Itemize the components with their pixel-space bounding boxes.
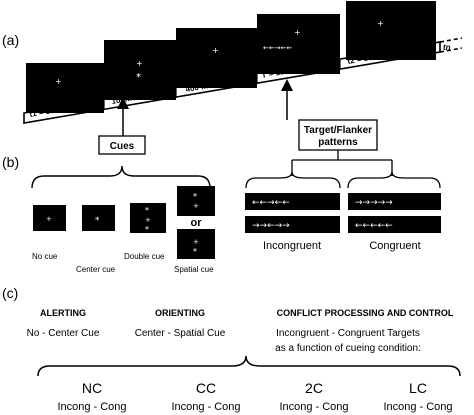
conflict-title: CONFLICT PROCESSING AND CONTROL bbox=[277, 308, 454, 318]
screen-fixation-3: + bbox=[346, 1, 436, 60]
label-no-cue: No cue bbox=[32, 252, 58, 261]
target-connector bbox=[291, 150, 393, 176]
svg-text:←←→←←: ←←→←← bbox=[252, 198, 290, 208]
svg-text:+: + bbox=[46, 215, 52, 223]
svg-text:←←→←←: ←←→←← bbox=[263, 44, 292, 52]
conflict-desc-1: Incongruent - Congruent Targets bbox=[276, 328, 420, 339]
timeline-tn: tn bbox=[443, 43, 451, 52]
label-center-cue: Center cue bbox=[76, 265, 116, 274]
conflict-desc-2: as a function of cueing condition: bbox=[275, 343, 421, 354]
condition-2c-sub: Incong - Cong bbox=[279, 401, 348, 413]
svg-text:→→←→→: →→←→→ bbox=[252, 221, 290, 231]
condition-nc-sub: Incong - Cong bbox=[57, 401, 126, 413]
svg-text:+: + bbox=[55, 77, 62, 86]
flanker-congruent-2: ←←←←← bbox=[348, 216, 441, 233]
cues-brace bbox=[31, 165, 211, 189]
screen-cue: + * bbox=[104, 40, 176, 100]
panel-label-a: (a) bbox=[2, 32, 19, 48]
flanker-congruent-1: →→→→→ bbox=[348, 193, 441, 210]
label-double-cue: Double cue bbox=[124, 252, 165, 261]
target-box-line1: Target/Flanker bbox=[304, 125, 372, 136]
congruent-brace bbox=[347, 171, 441, 189]
svg-text:*: * bbox=[193, 247, 197, 256]
cue-screen-none: + bbox=[33, 205, 66, 231]
svg-text:+: + bbox=[145, 216, 151, 224]
orienting-title: ORIENTING bbox=[155, 308, 205, 318]
svg-text:*: * bbox=[95, 216, 100, 226]
target-flanker-box bbox=[298, 119, 378, 151]
label-congruent: Congruent bbox=[369, 240, 420, 252]
screen-fixation-2: + bbox=[176, 28, 257, 88]
panel-label-c: (c) bbox=[2, 285, 18, 301]
screen-fixation-1: + bbox=[26, 63, 104, 113]
conditions-brace bbox=[37, 355, 461, 377]
alerting-desc: No - Center Cue bbox=[27, 328, 100, 339]
svg-text:+: + bbox=[193, 238, 199, 246]
svg-text:+: + bbox=[212, 46, 219, 55]
cue-screen-center: * bbox=[82, 205, 115, 231]
flanker-incongruent-1: ←←→←← bbox=[245, 193, 340, 210]
target-box-line2: patterns bbox=[318, 137, 358, 148]
cues-box-label: Cues bbox=[110, 141, 135, 152]
svg-text:+: + bbox=[294, 28, 301, 37]
svg-text:*: * bbox=[145, 225, 149, 234]
cue-screen-double: * + * bbox=[130, 203, 166, 234]
label-spatial-cue: Spatial cue bbox=[174, 265, 214, 274]
cue-screen-spatial-up: * + bbox=[177, 186, 215, 216]
condition-lc-name: LC bbox=[409, 380, 427, 396]
svg-text:*: * bbox=[193, 192, 197, 201]
svg-text:+: + bbox=[377, 19, 384, 28]
cues-box bbox=[98, 135, 146, 155]
condition-2c-name: 2C bbox=[305, 380, 323, 396]
orienting-desc: Center - Spatial Cue bbox=[135, 328, 226, 339]
svg-text:+: + bbox=[136, 59, 143, 68]
flanker-incongruent-2: →→←→→ bbox=[245, 216, 340, 233]
cue-screen-spatial-down: + * bbox=[177, 229, 215, 259]
screen-target: + ←←→←← bbox=[257, 14, 340, 74]
svg-text:←←←←←: ←←←←← bbox=[355, 221, 393, 231]
panel-label-b: (b) bbox=[2, 154, 19, 170]
condition-cc-name: CC bbox=[196, 380, 216, 396]
svg-text:*: * bbox=[136, 72, 141, 83]
incongruent-brace bbox=[245, 171, 341, 189]
svg-text:+: + bbox=[193, 202, 199, 210]
condition-nc-name: NC bbox=[82, 380, 102, 396]
svg-text:→→→→→: →→→→→ bbox=[355, 198, 393, 208]
label-or: or bbox=[191, 217, 203, 229]
label-incongruent: Incongruent bbox=[263, 240, 321, 252]
condition-lc-sub: Incong - Cong bbox=[383, 401, 452, 413]
alerting-title: ALERTING bbox=[40, 308, 86, 318]
svg-text:*: * bbox=[145, 206, 149, 215]
condition-cc-sub: Incong - Cong bbox=[171, 401, 240, 413]
